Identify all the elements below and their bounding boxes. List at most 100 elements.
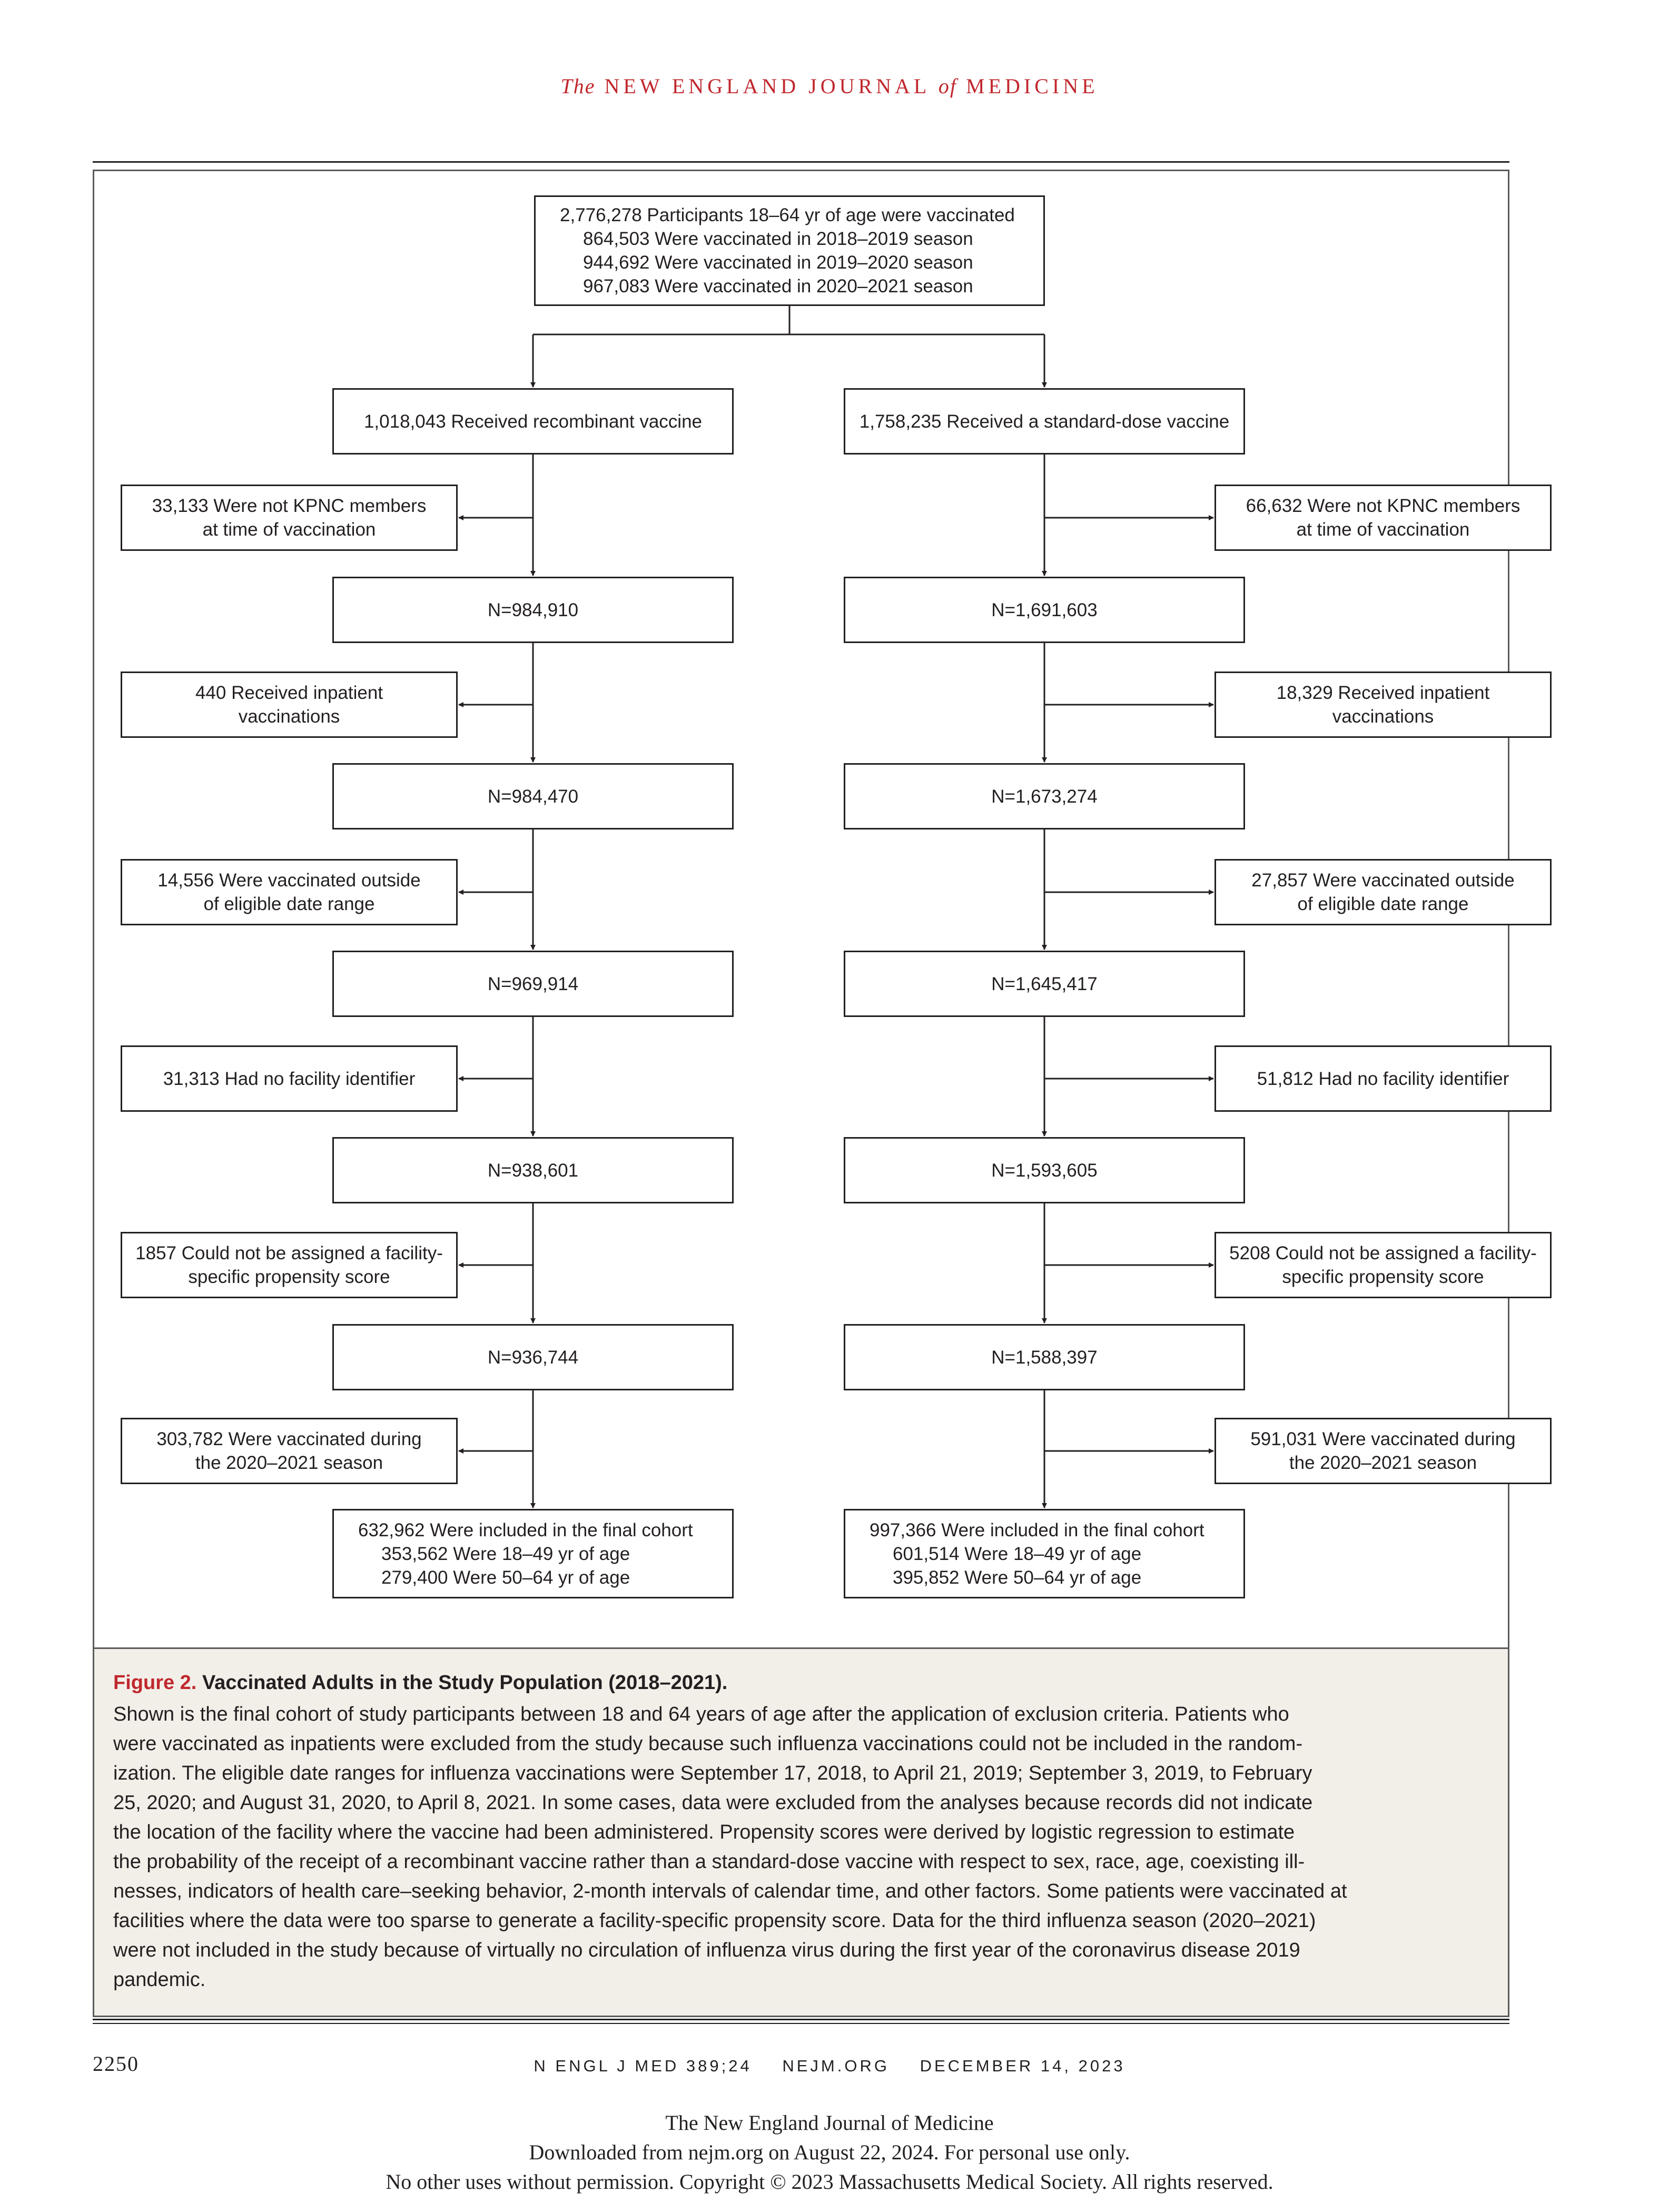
caption-line: facilities where the data were too spars…	[113, 1910, 1316, 1932]
right-exclusion-box-line: the 2020–2021 season	[1289, 1453, 1477, 1473]
recombinant-group-box: 1,018,043 Received recombinant vaccine	[332, 388, 734, 455]
right-count-box-line: N=1,593,605	[991, 1160, 1098, 1181]
left-count-box: N=938,601	[332, 1137, 734, 1203]
left-count-box-line: N=938,601	[487, 1160, 579, 1181]
caption-line: the probability of the receipt of a reco…	[113, 1851, 1305, 1873]
participants-box-line: 944,692 Were vaccinated in 2019–2020 sea…	[583, 252, 973, 273]
caption-line: the location of the facility where the v…	[113, 1821, 1295, 1843]
participants-box-line: 967,083 Were vaccinated in 2020–2021 sea…	[583, 276, 973, 297]
left-count-box-line: N=984,470	[487, 786, 579, 807]
right-exclusion-box-line: 66,632 Were not KPNC members	[1246, 496, 1520, 516]
left-count-box: N=969,914	[332, 951, 734, 1017]
page-number: 2250	[93, 2052, 139, 2076]
left-count-box-line: N=936,744	[487, 1347, 579, 1368]
caption-line: were not included in the study because o…	[113, 1939, 1300, 1961]
download-note-usage: Downloaded from nejm.org on August 22, 2…	[529, 2140, 1130, 2164]
left-exclusion-box-line: 440 Received inpatient	[195, 683, 383, 703]
left-exclusion-box: 31,313 Had no facility identifier	[121, 1045, 458, 1112]
download-note-journal: The New England Journal of Medicine	[665, 2111, 994, 2135]
left-final-cohort-box-line: 353,562 Were 18–49 yr of age	[381, 1543, 630, 1564]
citation: N ENGL J MED 389;24	[534, 2057, 752, 2075]
right-final-cohort-box-line: 395,852 Were 50–64 yr of age	[893, 1567, 1142, 1588]
right-exclusion-box-line: 27,857 Were vaccinated outside	[1251, 870, 1515, 891]
left-final-cohort-box-line: 279,400 Were 50–64 yr of age	[381, 1567, 630, 1588]
right-exclusion-box-line: 5208 Could not be assigned a facility-	[1229, 1243, 1537, 1263]
journal-of: of	[938, 74, 957, 98]
figure-number: Figure 2.	[113, 1672, 197, 1694]
figure-caption: Figure 2. Vaccinated Adults in the Study…	[94, 1647, 1508, 2016]
left-exclusion-box: 33,133 Were not KPNC members at time of v…	[121, 485, 458, 551]
journal-the: The	[560, 74, 596, 98]
right-exclusion-box: 18,329 Received inpatient vaccinations	[1214, 671, 1552, 738]
left-exclusion-box-line: 303,782 Were vaccinated during	[156, 1429, 422, 1449]
right-exclusion-box: 51,812 Had no facility identifier	[1214, 1045, 1552, 1112]
flowchart: 2,776,278 Participants 18–64 yr of age w…	[94, 171, 1552, 1646]
right-count-box: N=1,645,417	[844, 951, 1245, 1017]
caption-line: pandemic.	[113, 1969, 206, 1991]
site: NEJM.ORG	[782, 2057, 890, 2075]
right-count-box-line: N=1,673,274	[991, 786, 1098, 807]
journal-name-part2: MEDICINE	[966, 74, 1099, 98]
right-exclusion-box: 66,632 Were not KPNC members at time of v…	[1214, 485, 1552, 551]
recombinant-group-box-line: 1,018,043 Received recombinant vaccine	[363, 411, 703, 432]
right-exclusion-box-line: 18,329 Received inpatient	[1276, 683, 1490, 703]
participants-box-line: 864,503 Were vaccinated in 2018–2019 sea…	[583, 229, 973, 249]
left-count-box-line: N=969,914	[487, 973, 579, 994]
standard-group-box-line: 1,758,235 Received a standard-dose vacci…	[859, 411, 1230, 432]
top-rule-1	[93, 161, 1509, 163]
left-final-cohort-box: 632,962 Were included in the final cohor…	[332, 1509, 734, 1598]
standard-group-box: 1,758,235 Received a standard-dose vacci…	[844, 388, 1245, 455]
right-count-box-line: N=1,691,603	[991, 599, 1098, 620]
right-count-box: N=1,691,603	[844, 577, 1245, 643]
right-exclusion-box-line: of eligible date range	[1297, 894, 1469, 914]
flowchart-connectors	[458, 306, 1214, 1508]
caption-line: were vaccinated as inpatients were exclu…	[113, 1733, 1303, 1755]
right-final-cohort-box-line: 997,366 Were included in the final cohor…	[870, 1519, 1204, 1540]
right-exclusion-box-line: vaccinations	[1332, 706, 1434, 727]
caption-body: Shown is the final cohort of study parti…	[113, 1700, 1489, 1994]
left-count-box-line: N=984,910	[487, 599, 579, 620]
left-exclusion-box: 440 Received inpatient vaccinations	[121, 671, 458, 738]
right-count-box: N=1,593,605	[844, 1137, 1245, 1203]
right-exclusion-box-line: at time of vaccination	[1296, 519, 1470, 540]
participants-box-line: 2,776,278 Participants 18–64 yr of age w…	[560, 205, 1015, 225]
right-count-box-line: N=1,588,397	[991, 1347, 1098, 1368]
caption-line: 25, 2020; and August 31, 2020, to April …	[113, 1792, 1313, 1814]
right-exclusion-box: 591,031 Were vaccinated during the 2020–2…	[1214, 1418, 1552, 1484]
download-note-copyright: No other uses without permission. Copyri…	[386, 2170, 1273, 2194]
left-exclusion-box-line: 1857 Could not be assigned a facility-	[135, 1243, 443, 1263]
participants-box: 2,776,278 Participants 18–64 yr of age w…	[534, 195, 1045, 306]
caption-line: ization. The eligible date ranges for in…	[113, 1762, 1312, 1784]
right-count-box: N=1,588,397	[844, 1324, 1245, 1390]
right-exclusion-box-line: 51,812 Had no facility identifier	[1257, 1068, 1509, 1089]
figure-frame: 2,776,278 Participants 18–64 yr of age w…	[93, 170, 1552, 2017]
right-exclusion-box: 27,857 Were vaccinated outside of eligibl…	[1214, 859, 1552, 925]
left-exclusion-box-line: vaccinations	[238, 706, 340, 727]
left-exclusion-box: 1857 Could not be assigned a facility-sp…	[121, 1232, 458, 1298]
right-final-cohort-box-line: 601,514 Were 18–49 yr of age	[893, 1543, 1142, 1564]
left-count-box: N=984,470	[332, 763, 734, 829]
footer-citation: N ENGL J MED 389;24 NEJM.ORG DECEMBER 14…	[0, 2057, 1659, 2076]
caption-line: Shown is the final cohort of study parti…	[113, 1703, 1289, 1725]
right-exclusion-box: 5208 Could not be assigned a facility-sp…	[1214, 1232, 1552, 1298]
right-count-box: N=1,673,274	[844, 763, 1245, 829]
issue-date: DECEMBER 14, 2023	[920, 2057, 1125, 2075]
left-exclusion-box-line: at time of vaccination	[202, 519, 376, 540]
left-exclusion-box-line: 14,556 Were vaccinated outside	[157, 870, 421, 891]
left-exclusion-box: 14,556 Were vaccinated outside of eligibl…	[121, 859, 458, 925]
left-exclusion-box-line: specific propensity score	[188, 1267, 390, 1287]
bottom-rule-1	[93, 2019, 1509, 2020]
left-exclusion-box-line: 33,133 Were not KPNC members	[152, 496, 427, 516]
caption-title: Figure 2. Vaccinated Adults in the Study…	[113, 1669, 1489, 1696]
left-count-box: N=984,910	[332, 577, 734, 643]
left-count-box: N=936,744	[332, 1324, 734, 1390]
journal-header: The NEW ENGLAND JOURNAL of MEDICINE	[0, 74, 1659, 98]
bottom-rule-2	[93, 2023, 1509, 2024]
left-exclusion-box-line: of eligible date range	[203, 894, 375, 914]
right-exclusion-box-line: specific propensity score	[1282, 1267, 1484, 1287]
left-exclusion-box-line: 31,313 Had no facility identifier	[163, 1068, 416, 1089]
right-exclusion-box-line: 591,031 Were vaccinated during	[1250, 1429, 1516, 1449]
figure-title: Vaccinated Adults in the Study Populatio…	[202, 1672, 728, 1694]
left-final-cohort-box-line: 632,962 Were included in the final cohor…	[358, 1519, 693, 1540]
